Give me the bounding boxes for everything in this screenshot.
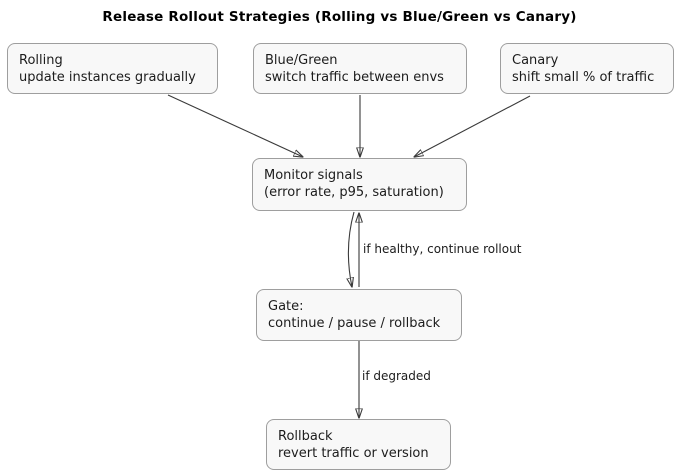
node-canary: Canary shift small % of traffic bbox=[500, 43, 674, 94]
node-monitor-title: Monitor signals bbox=[264, 168, 363, 183]
node-rolling-title: Rolling bbox=[19, 53, 63, 68]
node-canary-title: Canary bbox=[512, 53, 559, 68]
edge-monitor-to-gate bbox=[348, 211, 355, 287]
node-bluegreen-desc: switch traffic between envs bbox=[265, 70, 444, 85]
node-gate: Gate: continue / pause / rollback bbox=[256, 289, 462, 341]
node-canary-desc: shift small % of traffic bbox=[512, 70, 655, 85]
edge-label-healthy: if healthy, continue rollout bbox=[363, 242, 522, 256]
node-gate-desc: continue / pause / rollback bbox=[268, 316, 441, 331]
node-gate-title: Gate: bbox=[268, 299, 304, 314]
node-monitor-desc: (error rate, p95, saturation) bbox=[264, 185, 444, 200]
node-bluegreen: Blue/Green switch traffic between envs bbox=[253, 43, 467, 94]
node-rollback: Rollback revert traffic or version bbox=[266, 419, 451, 470]
edge-label-degraded: if degraded bbox=[362, 369, 431, 383]
node-rollback-title: Rollback bbox=[278, 429, 333, 444]
diagram-title: Release Rollout Strategies (Rolling vs B… bbox=[102, 9, 577, 25]
node-rolling-desc: update instances gradually bbox=[19, 70, 196, 85]
node-rolling: Rolling update instances gradually bbox=[7, 43, 218, 94]
node-monitor: Monitor signals (error rate, p95, satura… bbox=[252, 158, 467, 211]
node-bluegreen-title: Blue/Green bbox=[265, 53, 338, 68]
edge-canary-to-monitor bbox=[414, 95, 531, 157]
edge-rolling-to-monitor bbox=[167, 94, 303, 157]
node-rollback-desc: revert traffic or version bbox=[278, 446, 429, 461]
